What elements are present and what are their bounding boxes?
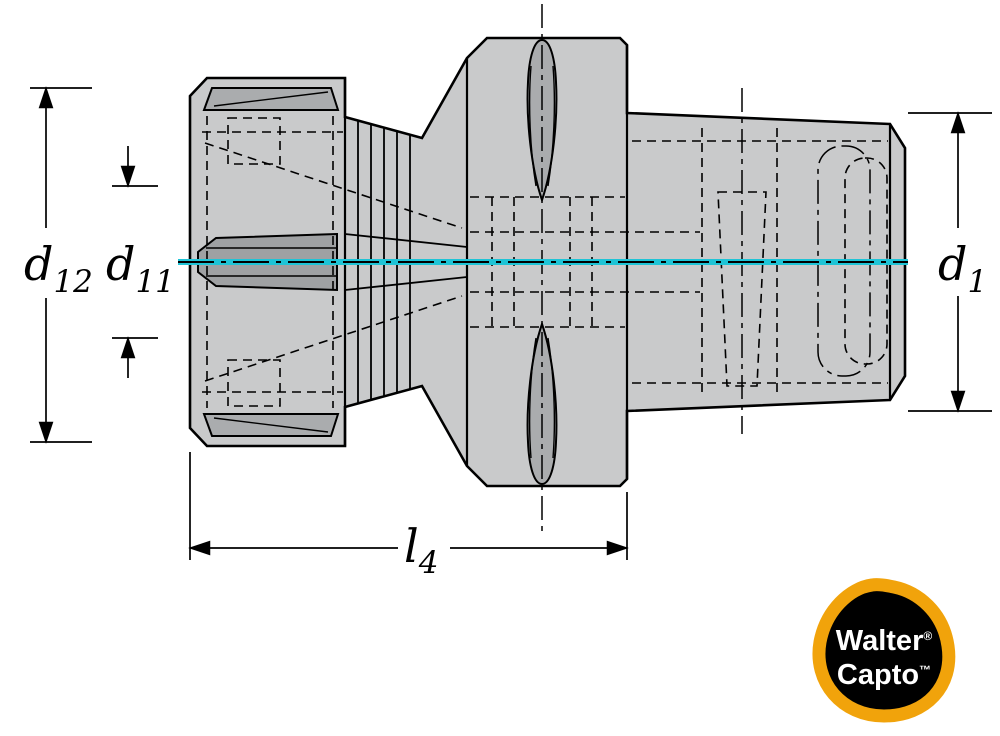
d12-base: d <box>24 237 53 291</box>
hidden-trapezoid <box>717 191 767 387</box>
dim-label-d11: d11 <box>106 237 175 300</box>
drive-slot-top-shading <box>528 65 537 187</box>
hidden-taper-line <box>204 295 463 382</box>
drive-slot-top-shading <box>547 65 556 187</box>
d11-base: d <box>106 237 135 291</box>
d12-sub: 12 <box>53 264 92 300</box>
d1-sub: 1 <box>967 264 987 300</box>
dim-label-d1: d1 <box>938 237 987 300</box>
hidden-lines <box>202 116 888 408</box>
logo-text-walter: Walter® <box>836 625 933 657</box>
nut-slot-bottom-diagonal <box>213 417 329 433</box>
hidden-feature-rect <box>227 359 281 407</box>
collet-bore-edge <box>344 233 468 248</box>
drive-slot-bottom-shading <box>547 337 556 459</box>
logo-walter: Walter <box>836 625 924 657</box>
dimensions: d12 d11 d1 l4 <box>24 86 992 581</box>
hidden-feature-rect <box>227 117 281 165</box>
l4-sub: 4 <box>418 545 439 581</box>
nut-slot-top-diagonal <box>213 91 329 107</box>
drive-slot-bottom-shading <box>528 337 537 459</box>
d11-sub: 11 <box>135 264 174 300</box>
centerlines <box>178 4 908 532</box>
d1-base: d <box>938 237 967 291</box>
dim-label-l4: l4 <box>404 519 438 581</box>
logo-trademark-mark: ™ <box>919 663 931 677</box>
logo-capto: Capto <box>837 659 919 691</box>
dim-label-d12: d12 <box>24 237 93 300</box>
l4-base: l <box>404 519 419 573</box>
walter-capto-logo: Walter® Capto™ <box>812 578 956 723</box>
logo-text-capto: Capto™ <box>837 659 931 691</box>
collet-bore-edge <box>344 276 468 291</box>
logo-registered-mark: ® <box>923 629 932 643</box>
logo-ring <box>812 578 956 723</box>
hidden-taper-line <box>204 142 463 229</box>
